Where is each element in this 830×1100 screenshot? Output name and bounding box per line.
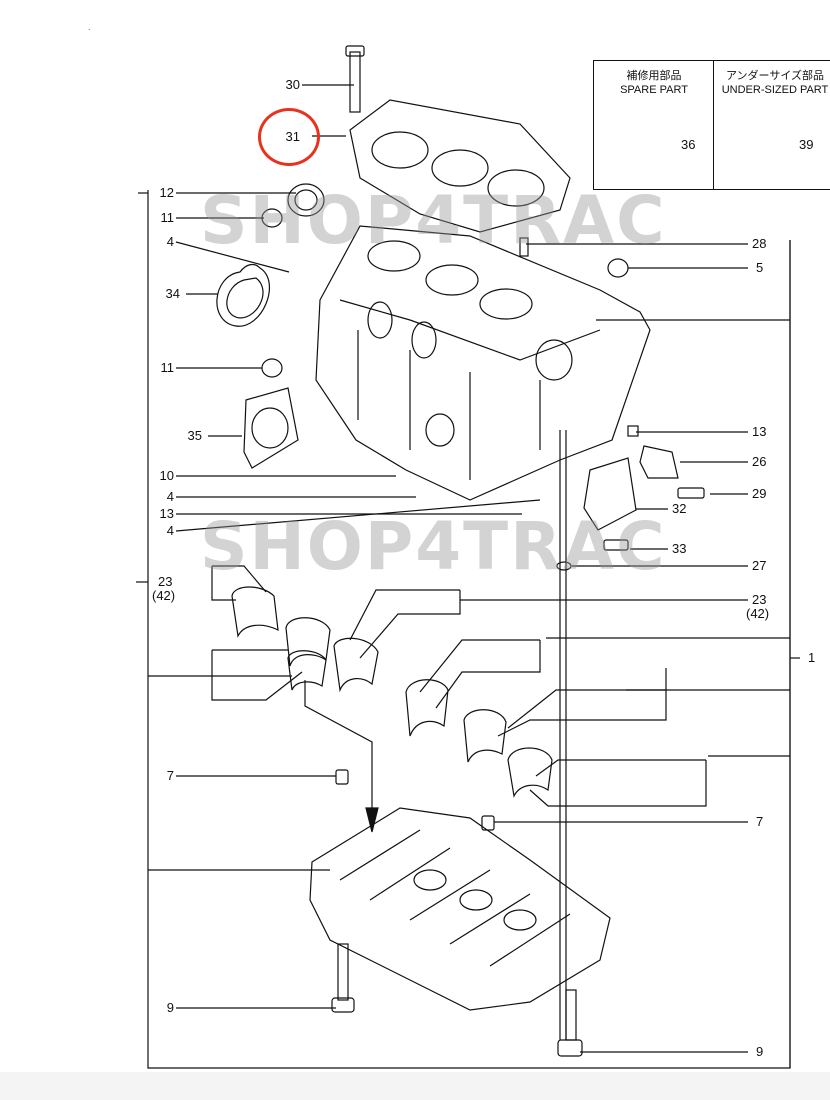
callout-29: 29 — [752, 486, 767, 501]
callout-27: 27 — [752, 558, 767, 573]
callout-32: 32 — [672, 501, 687, 516]
spare-part-number: 36 — [681, 137, 696, 152]
callout-23-right: 23 — [752, 592, 767, 607]
callout-12: 12 — [159, 185, 174, 200]
callout-11-top: 11 — [160, 210, 175, 225]
watermark-middle: SHOP4TRAC — [200, 508, 667, 585]
spare-part-box — [593, 60, 715, 190]
callout-23-right-sub: (42) — [746, 606, 770, 621]
callout-11-mid: 11 — [160, 360, 175, 375]
callout-4-mid: 4 — [166, 489, 174, 504]
callout-31: 31 — [285, 129, 300, 144]
undersize-title-en: UNDER-SIZED PART — [721, 84, 829, 96]
top-mark: . — [88, 22, 91, 32]
bottom-strip — [0, 1072, 830, 1100]
spare-part-title-en: SPARE PART — [620, 84, 688, 96]
callout-33: 33 — [672, 541, 687, 556]
callout-28: 28 — [752, 236, 767, 251]
callout-35: 35 — [187, 428, 202, 443]
watermark-top: SHOP4TRAC — [200, 182, 667, 259]
callout-1: 1 — [808, 650, 816, 665]
callout-30: 30 — [285, 77, 300, 92]
highlight-circle-31 — [258, 108, 320, 166]
callout-4-top: 4 — [166, 234, 174, 249]
callout-23-left: 23 — [158, 574, 173, 589]
callout-34: 34 — [165, 286, 180, 301]
undersize-part-number: 39 — [799, 137, 814, 152]
callout-13-right: 13 — [752, 424, 767, 439]
callout-9-left: 9 — [166, 1000, 174, 1015]
callout-13-left: 13 — [159, 506, 174, 521]
lower-crankcase-shape — [309, 807, 611, 1011]
spare-part-title-jp: 補修用部品 — [626, 70, 682, 82]
callout-23-left-sub: (42) — [152, 588, 176, 603]
callout-26: 26 — [752, 454, 767, 469]
undersize-title-jp: アンダーサイズ部品 — [725, 70, 824, 82]
callout-9-right: 9 — [756, 1044, 764, 1059]
head-gasket-shape — [349, 99, 571, 233]
callout-5: 5 — [756, 260, 764, 275]
cylinder-block-shape — [315, 225, 651, 501]
callout-7-right: 7 — [756, 814, 764, 829]
callout-7-left: 7 — [166, 768, 174, 783]
undersize-box — [713, 60, 830, 190]
callout-4-low: 4 — [166, 523, 174, 538]
callout-10: 10 — [159, 468, 174, 483]
